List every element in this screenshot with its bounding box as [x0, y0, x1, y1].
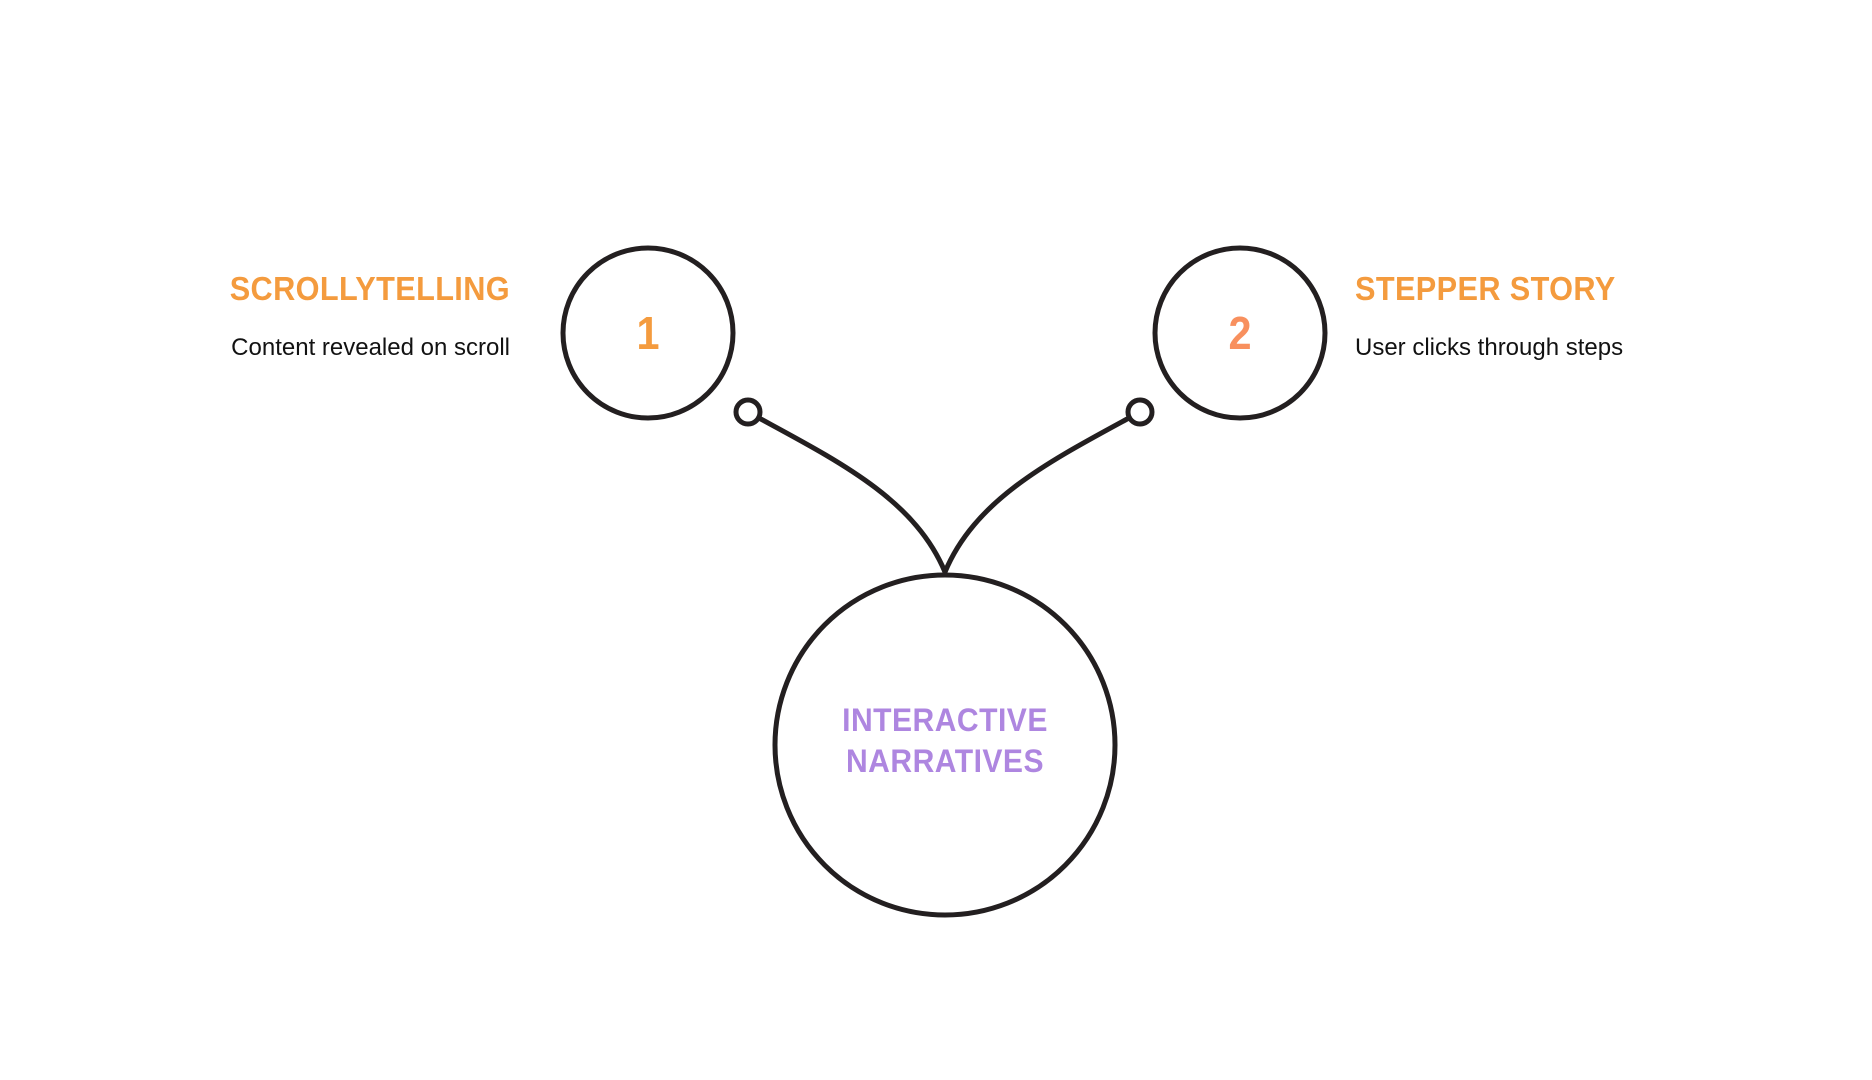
- node-number-2: 2: [1228, 307, 1252, 359]
- connector-dot-2: [1125, 397, 1155, 427]
- connector-curve-2: [942, 415, 1132, 575]
- hub-circle[interactable]: [772, 572, 1118, 918]
- branch-description-1: Content revealed on scroll: [231, 333, 510, 361]
- node-number-1: 1: [636, 307, 660, 359]
- connector-curve-1: [756, 415, 948, 575]
- node-circle-2[interactable]: [1152, 245, 1328, 421]
- node-circle-1[interactable]: [560, 245, 736, 421]
- branch-title-2: STEPPER STORY: [1355, 270, 1616, 307]
- hub-label: INTERACTIVE NARRATIVES: [799, 700, 1090, 781]
- branch-description-2: User clicks through steps: [1355, 333, 1624, 361]
- branch-label-1: SCROLLYTELLING Content revealed on scrol…: [80, 270, 510, 362]
- branch-label-2: STEPPER STORY User clicks through steps: [1355, 270, 1785, 362]
- branch-title-1: SCROLLYTELLING: [229, 270, 510, 307]
- connector-dot-1: [733, 397, 763, 427]
- hub-label-line-2: NARRATIVES: [845, 742, 1044, 779]
- hub-label-line-1: INTERACTIVE: [842, 702, 1048, 738]
